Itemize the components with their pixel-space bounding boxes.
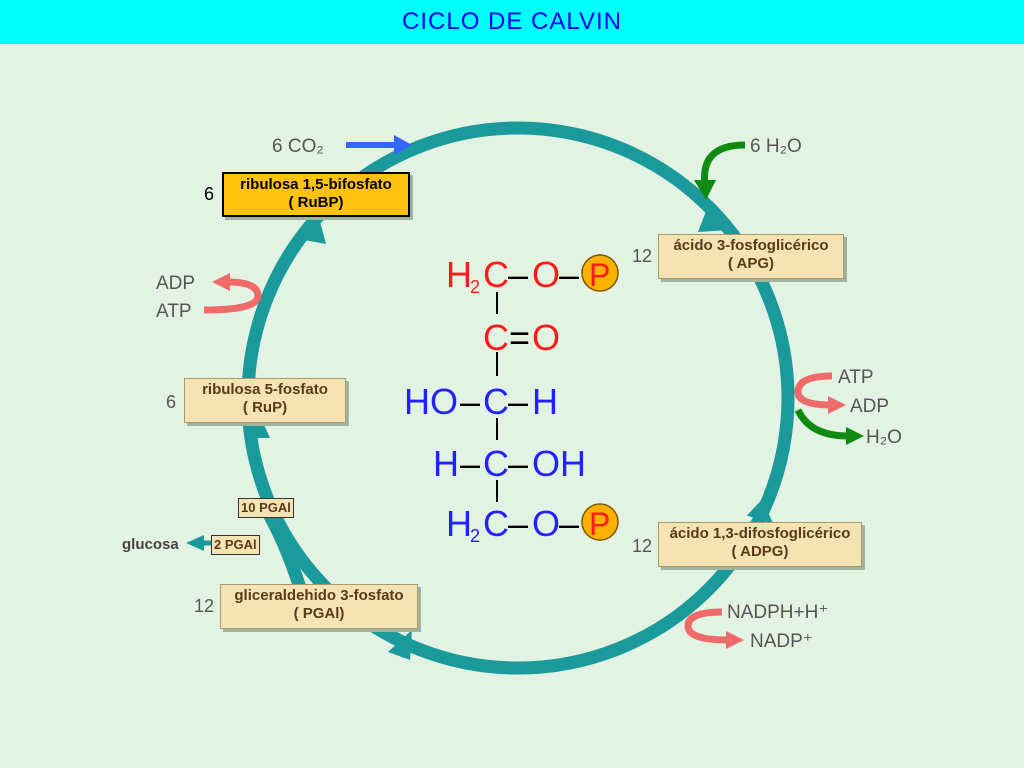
h2o-out-arrowhead — [846, 427, 864, 445]
phosphate-circle-bottom — [581, 503, 619, 541]
apg-box: ácido 3-fosfoglicérico ( APG) — [658, 234, 844, 279]
cycle-arrowhead-3 — [388, 630, 412, 660]
h2o-in-arrow — [701, 141, 746, 186]
mol-r4-oh: OH — [532, 443, 586, 484]
pgal2-tag: 2 PGAl — [211, 535, 260, 555]
glucosa-arrowhead — [186, 535, 204, 551]
rubp-box: ribulosa 1,5-bifosfato ( RuBP) — [222, 172, 410, 217]
adpg-count: 12 — [632, 536, 653, 556]
h2o-in-arrowhead — [694, 180, 716, 200]
atp-right-label: ATP — [838, 367, 874, 388]
adp-right-label: ADP — [850, 396, 889, 417]
rubp-abbr: ( RuBP) — [288, 194, 344, 211]
apg-abbr: ( APG) — [727, 255, 775, 272]
mol-r2-o: O — [532, 317, 560, 358]
mol-r3-c: C — [483, 381, 509, 422]
mol-r3-dash1: – — [460, 381, 480, 422]
atp-adp-right-arrow — [794, 372, 833, 409]
cycle-arrowhead-5 — [304, 214, 326, 244]
mol-r3-dash2: – — [508, 381, 528, 422]
mol-r1-c: C — [483, 254, 509, 295]
rup-abbr: ( RuP) — [242, 399, 288, 416]
mol-r5-p: P — [589, 506, 610, 542]
co2-arrowhead — [394, 135, 412, 155]
mol-r1-dash2: – — [559, 254, 579, 295]
cycle-arrowhead-2 — [746, 499, 774, 525]
nadph-label: NADPH+H⁺ — [727, 602, 828, 623]
h2o-out-arrow — [794, 408, 849, 440]
rup-count: 6 — [166, 392, 177, 412]
rubp-count: 6 — [204, 184, 215, 204]
mol-r5-o: O — [532, 503, 560, 544]
pgal-box: gliceraldehido 3-fosfato ( PGAl) — [220, 584, 418, 629]
mol-r4-h: H — [433, 443, 459, 484]
phosphate-circle-top — [581, 254, 619, 292]
mol-r4-c: C — [483, 443, 509, 484]
h2o-in-label: 6 H₂O — [750, 136, 802, 157]
mol-r2-eq: = — [509, 317, 530, 358]
mol-r1-o: O — [532, 254, 560, 295]
mol-r1-dash1: – — [508, 254, 528, 295]
cycle-arrowhead-4 — [250, 416, 270, 438]
adpg-name: ácido 1,3-difosfoglicérico — [669, 525, 851, 542]
h2o-out-label: H₂O — [866, 427, 902, 448]
adp-left-label: ADP — [156, 273, 195, 294]
adpg-box: ácido 1,3-difosfoglicérico ( ADPG) — [658, 522, 862, 567]
mol-r1-p: P — [589, 257, 610, 293]
mol-r4-dash2: – — [508, 443, 528, 484]
mol-r5-h: H — [446, 503, 472, 544]
adpg-abbr: ( ADPG) — [731, 543, 789, 560]
mol-r3-ho: HO — [404, 381, 458, 422]
adp-atp-left-arrowhead — [212, 273, 230, 291]
atp-adp-right-arrowhead — [828, 396, 846, 414]
mol-r2-c: C — [483, 317, 509, 358]
nadp-label: NADP⁺ — [750, 631, 813, 652]
page-title: CICLO DE CALVIN — [402, 8, 622, 35]
co2-label: 6 CO₂ — [272, 136, 324, 157]
mol-r5-dash2: – — [559, 503, 579, 544]
rubp-name: ribulosa 1,5-bifosfato — [240, 176, 392, 193]
pgal-count: 12 — [194, 596, 215, 616]
cycle-arrowhead-1 — [698, 206, 730, 232]
title-bar: CICLO DE CALVIN — [0, 0, 1024, 44]
glucosa-label: glucosa — [122, 536, 179, 553]
mol-r5-c: C — [483, 503, 509, 544]
rup-box: ribulosa 5-fosfato ( RuP) — [184, 378, 346, 423]
mol-r5-sub: 2 — [470, 526, 480, 546]
mol-r5-dash1: – — [508, 503, 528, 544]
mol-r1-sub: 2 — [470, 277, 480, 297]
atp-left-label: ATP — [156, 301, 192, 322]
nadph-arrow — [684, 608, 729, 644]
pgal-abbr: ( PGAl) — [293, 605, 345, 622]
nadph-arrowhead — [726, 631, 744, 649]
mol-r3-h: H — [532, 381, 558, 422]
apg-count: 12 — [632, 246, 653, 266]
pgal-name: gliceraldehido 3-fosfato — [234, 587, 404, 604]
mol-r4-dash1: – — [460, 443, 480, 484]
mol-r1-h: H — [446, 254, 472, 295]
pgal10-tag: 10 PGAl — [238, 498, 294, 518]
rup-name: ribulosa 5-fosfato — [202, 381, 328, 398]
adp-atp-left-arrow — [203, 278, 262, 314]
apg-name: ácido 3-fosfoglicérico — [673, 237, 829, 254]
